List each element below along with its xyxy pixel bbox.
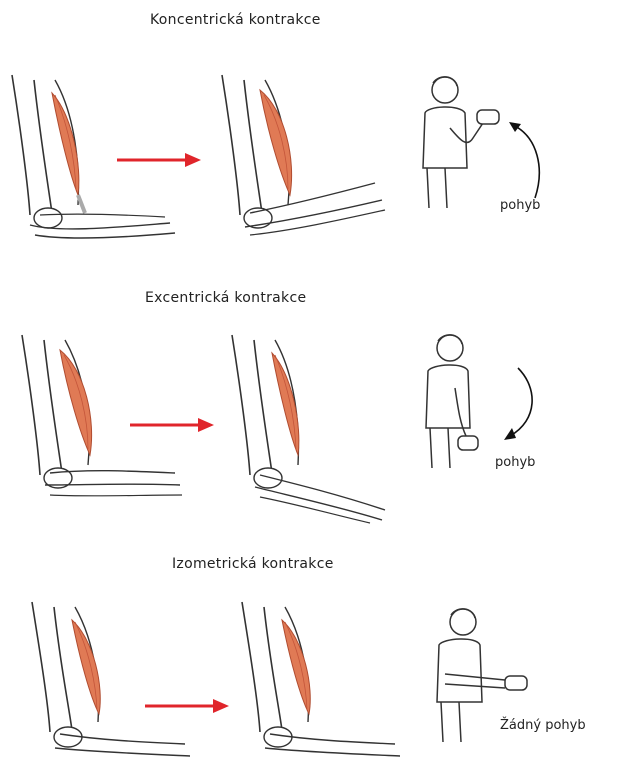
dumbbell-icon (477, 110, 499, 124)
panel-eccentric: Excentrická kontrakce pohyb (0, 250, 619, 520)
arm-isometric-illustration (20, 592, 210, 762)
panel-title: Izometrická kontrakce (172, 556, 334, 572)
panel-isometric: Izometrická kontrakce Žádný pohyb (0, 520, 619, 760)
red-arrow-icon (143, 696, 233, 716)
panel-title: Excentrická kontrakce (145, 290, 306, 306)
motion-label: pohyb (495, 455, 535, 470)
red-arrow-icon (115, 150, 205, 170)
red-arrow-icon (128, 415, 218, 435)
dumbbell-icon (458, 436, 478, 450)
person-curl-down-illustration (410, 328, 560, 478)
biceps-muscle (260, 90, 292, 195)
panel-concentric: Koncentrická kontrakce (0, 0, 619, 250)
arm-extended-illustration (220, 325, 410, 525)
dumbbell-icon (505, 676, 527, 690)
motion-label: pohyb (500, 198, 540, 213)
biceps-muscle (52, 93, 79, 195)
biceps-muscle (272, 353, 299, 455)
panel-title: Koncentrická kontrakce (150, 12, 321, 28)
person-curl-up-illustration (405, 68, 555, 208)
motion-label: Žádný pohyb (500, 718, 586, 733)
arm-contracted-illustration (210, 55, 400, 255)
biceps-muscle (60, 350, 92, 455)
arm-isometric-illustration (230, 592, 420, 762)
